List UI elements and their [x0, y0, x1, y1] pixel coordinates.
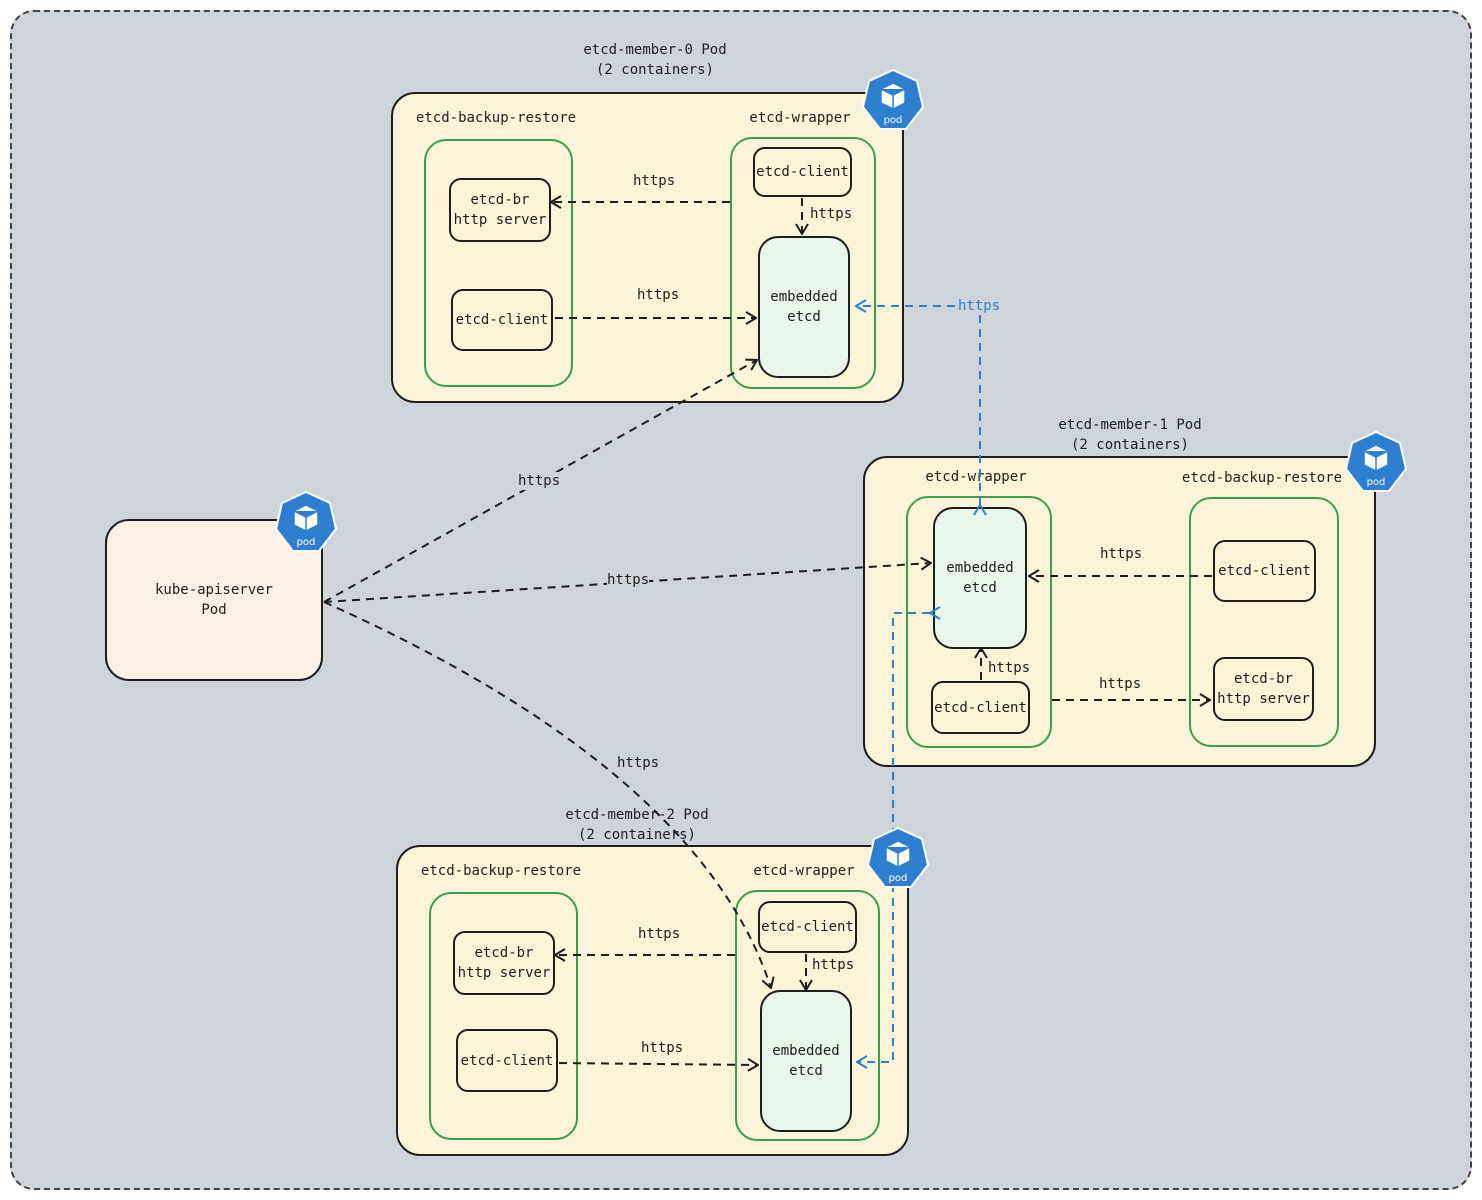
edge-label: https	[638, 926, 681, 942]
edge-label: https	[1100, 546, 1143, 562]
m2-brclient-to-etcd-edge	[558, 1063, 758, 1065]
apiserver-to-m2-etcd-edge	[323, 601, 771, 988]
member0-wrapper-label: etcd-wrapper	[749, 110, 851, 126]
member0-br-label: etcd-backup-restore	[415, 110, 577, 126]
svg-text:pod: pod	[297, 537, 316, 548]
m1-m2-peer-edge	[857, 613, 930, 1062]
k8s-pod-icon: pod	[862, 68, 924, 130]
svg-text:pod: pod	[1367, 477, 1386, 488]
edge-label: https	[988, 660, 1031, 676]
k8s-pod-icon: pod	[867, 826, 929, 888]
member0-br-container	[424, 139, 573, 387]
edge-label: https	[518, 472, 561, 490]
member1-title: etcd-member-1 Pod(2 containers)	[1058, 417, 1202, 453]
svg-text:pod: pod	[889, 873, 908, 884]
member1-br-container	[1189, 497, 1339, 747]
member2-br-label: etcd-backup-restore	[420, 863, 582, 879]
edge-label: https	[607, 571, 650, 589]
k8s-pod-icon: pod	[275, 490, 337, 552]
edge-label-peer: https	[958, 297, 1001, 315]
member2-title: etcd-member-2 Pod(2 containers)	[565, 807, 709, 843]
m0-m1-peer-edge	[856, 306, 980, 505]
edge-label: https	[1099, 676, 1142, 692]
member1-br-etcd-client: etcd-client	[1213, 540, 1316, 602]
edge-label: https	[637, 287, 680, 303]
member2-br-container	[429, 892, 578, 1140]
member0-br-etcd-client: etcd-client	[451, 289, 553, 351]
member0-title: etcd-member-0 Pod(2 containers)	[583, 42, 727, 78]
edge-label: https	[812, 957, 855, 973]
apiserver-to-m1-etcd-edge	[323, 563, 931, 603]
member0-wrapper-container	[730, 137, 876, 389]
edge-label: https	[810, 206, 853, 222]
edge-label: https	[641, 1040, 684, 1056]
member1-br-label: etcd-backup-restore	[1181, 470, 1343, 486]
member2-br-etcd-client: etcd-client	[456, 1029, 558, 1092]
apiserver-to-m0-etcd-edge	[323, 360, 757, 603]
member2-wrapper-label: etcd-wrapper	[753, 863, 855, 879]
member2-wrapper-etcd-client: etcd-client	[758, 901, 857, 953]
k8s-pod-icon: pod	[1345, 430, 1407, 492]
svg-text:pod: pod	[884, 115, 903, 126]
edge-label: https	[617, 754, 660, 772]
member0-wrapper-etcd-client: etcd-client	[753, 147, 852, 197]
member1-wrapper-etcd-client: etcd-client	[931, 681, 1030, 734]
edge-label: https	[633, 173, 676, 189]
